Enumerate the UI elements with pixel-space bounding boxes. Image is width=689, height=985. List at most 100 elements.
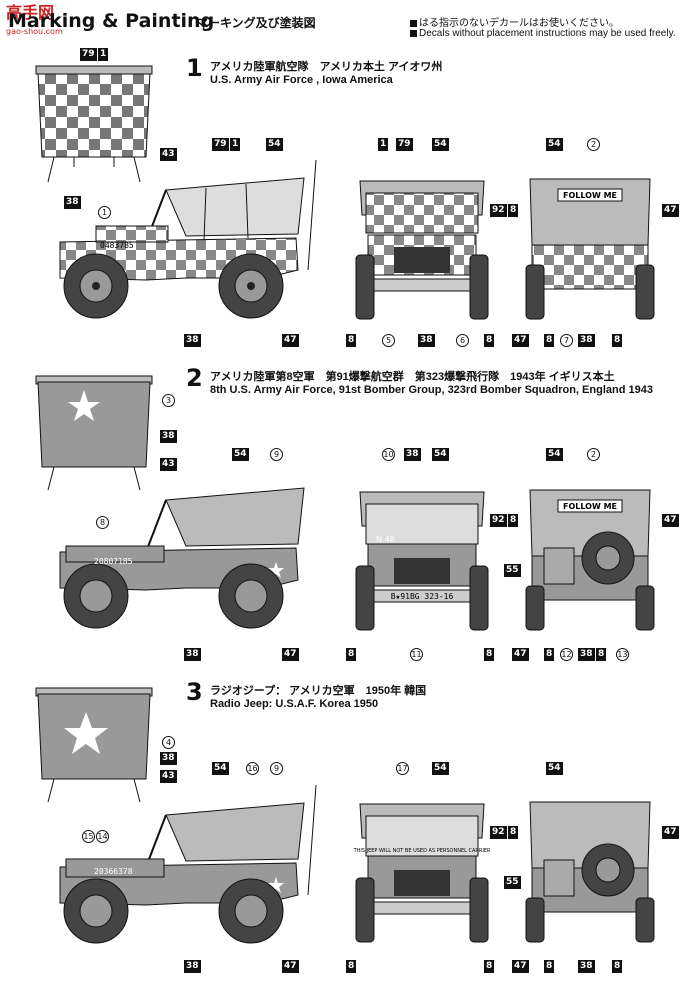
decal-number: 1 [98, 206, 111, 219]
callout-tag: 8 [346, 334, 357, 347]
decal-number: 9 [270, 448, 283, 461]
decal-number: 5 [382, 334, 395, 347]
bullet-square-icon [410, 29, 417, 37]
section-2-number: 2 [186, 364, 203, 392]
callout-tag: 8 [346, 960, 357, 973]
section-2-title-en: 8th U.S. Army Air Force, 91st Bomber Gro… [210, 384, 653, 396]
callout-tag: 54 [432, 448, 449, 461]
decal-number: 17 [396, 762, 409, 775]
section-2-jeep-front-view: N 48 B★91BG 323-16 [355, 491, 489, 631]
callout-tag: 43 [160, 770, 177, 783]
callout-tag: 92 [490, 204, 507, 217]
callout-tag: 8 [544, 960, 555, 973]
section-3-hood-top-view [35, 687, 153, 803]
serial-number: 20366378 [94, 867, 133, 876]
callout-tag: 38 [184, 648, 201, 661]
callout-tag: 47 [512, 648, 529, 661]
callout-tag: 79 [80, 48, 97, 61]
callout-tag: 38 [578, 648, 595, 661]
callout-tag: 38 [184, 960, 201, 973]
decal-number: 8 [96, 516, 109, 529]
callout-tag: 8 [346, 648, 357, 661]
serial-number: 20807185 [94, 557, 133, 566]
callout-tag: 38 [160, 430, 177, 443]
section-1-jeep-front-view [355, 180, 489, 320]
callout-tag: 38 [160, 752, 177, 765]
section-3-jeep-front-view: THIS JEEP WILL NOT BE USED AS PERSONNEL … [353, 803, 491, 943]
decal-number: 9 [270, 762, 283, 775]
decal-number: 4 [162, 736, 175, 749]
callout-tag: 92 [490, 514, 507, 527]
note-jp: はる指示のないデカールはお使いください。 [410, 14, 619, 29]
section-3-title-en: Radio Jeep: U.S.A.F. Korea 1950 [210, 698, 379, 710]
callout-tag: 8 [484, 334, 495, 347]
decal-number: 2 [587, 448, 600, 461]
callout-tag: 54 [546, 448, 563, 461]
callout-tag: 79 [396, 138, 413, 151]
decal-number: 10 [382, 448, 395, 461]
section-2-title-jp: アメリカ陸軍第8空軍 第91爆撃航空群 第323爆撃飛行隊 1943年 イギリス… [210, 371, 615, 383]
callout-tag: 55 [504, 876, 521, 889]
decal-number: 14 [96, 830, 109, 843]
section-2-jeep-rear-view: FOLLOW ME [525, 489, 655, 631]
hood-number: N 48 [376, 535, 395, 544]
callout-tag: 54 [232, 448, 249, 461]
decal-number: 12 [560, 648, 573, 661]
callout-tag: 8 [484, 648, 495, 661]
callout-tag: 1 [230, 138, 241, 151]
callout-tag: 43 [160, 148, 177, 161]
section-3-jeep-side-view: 20366378 [59, 784, 317, 944]
callout-tag: 54 [546, 762, 563, 775]
decal-number: 11 [410, 648, 423, 661]
decal-number: 6 [456, 334, 469, 347]
callout-tag: 54 [212, 762, 229, 775]
decal-number: 15 [82, 830, 95, 843]
callout-tag: 8 [508, 514, 519, 527]
callout-tag: 8 [484, 960, 495, 973]
callout-tag: 47 [512, 960, 529, 973]
section-2-jeep-side-view: 20807185 [59, 487, 305, 629]
callout-tag: 54 [266, 138, 283, 151]
callout-tag: 1 [98, 48, 109, 61]
svg-text:高手网: 高手网 [6, 3, 54, 22]
callout-tag: 54 [546, 138, 563, 151]
watermark-logo: 高手网 gao-shou.com [6, 3, 63, 36]
callout-tag: 8 [544, 334, 555, 347]
bullet-square-icon [410, 19, 417, 27]
page-title: Marking & Painting [8, 10, 215, 32]
section-3-jeep-rear-view [525, 801, 655, 943]
page-title-jp: マーキング及び塗装図 [196, 16, 316, 30]
callout-tag: 8 [544, 648, 555, 661]
decal-number: 2 [587, 138, 600, 151]
decal-number: 3 [162, 394, 175, 407]
callout-tag: 55 [504, 564, 521, 577]
section-1-jeep-side-view: 0483785 [59, 159, 317, 319]
windshield-notice: THIS JEEP WILL NOT BE USED AS PERSONNEL … [353, 848, 491, 854]
callout-tag: 43 [160, 458, 177, 471]
callout-tag: 47 [282, 960, 299, 973]
callout-tag: 47 [282, 334, 299, 347]
follow-me-sign: FOLLOW ME [563, 191, 617, 200]
callout-tag: 79 [212, 138, 229, 151]
callout-tag: 8 [612, 960, 623, 973]
callout-tag: 47 [512, 334, 529, 347]
section-1-jeep-rear-view: FOLLOW ME [525, 178, 655, 320]
note-en: Decals without placement instructions ma… [410, 28, 676, 39]
section-3-number: 3 [186, 678, 203, 706]
section-1-number: 1 [186, 54, 203, 82]
callout-tag: 38 [64, 196, 81, 209]
callout-tag: 92 [490, 826, 507, 839]
callout-tag: 38 [418, 334, 435, 347]
section-1-hood-top-view [35, 65, 153, 183]
callout-tag: 8 [612, 334, 623, 347]
section-1-title-jp: アメリカ陸軍航空隊 アメリカ本土 アイオワ州 [210, 61, 443, 73]
callout-tag: 54 [432, 138, 449, 151]
callout-tag: 8 [596, 648, 607, 661]
callout-tag: 8 [508, 826, 519, 839]
serial-number: 0483785 [100, 241, 134, 250]
section-2-hood-top-view [35, 375, 153, 491]
callout-tag: 54 [432, 762, 449, 775]
decal-number: 7 [560, 334, 573, 347]
callout-tag: 38 [578, 334, 595, 347]
svg-text:gao-shou.com: gao-shou.com [6, 27, 63, 36]
